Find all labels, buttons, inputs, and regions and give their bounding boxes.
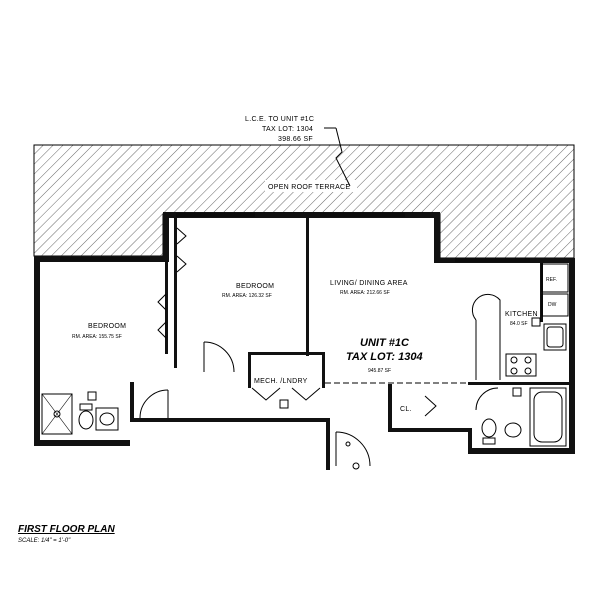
- unit-label-box: [344, 330, 424, 380]
- unit-area: 945.87 SF: [368, 368, 391, 374]
- closet-label: CL.: [400, 406, 412, 413]
- walls: [34, 212, 575, 470]
- bedroom-left-area: RM. AREA: 155.75 SF: [72, 334, 122, 340]
- annotation-line-1: L.C.E. TO UNIT #1C: [245, 116, 314, 123]
- mech-label: MECH. /LNDRY: [254, 378, 308, 385]
- ref-label: REF.: [546, 277, 557, 283]
- unit-name: UNIT #1C: [360, 337, 410, 349]
- terrace-label: OPEN ROOF TERRACE: [268, 184, 350, 191]
- windows: [60, 213, 530, 262]
- annotation-leader: [324, 127, 351, 187]
- bedroom-center-area: RM. AREA: 126.32 SF: [222, 293, 272, 299]
- bedroom-center-name: BEDROOM: [236, 283, 274, 290]
- dw-label: DW: [548, 302, 557, 308]
- roof-terrace: [33, 144, 575, 259]
- doors: [139, 227, 499, 467]
- kitchen-area: 84.0 SF: [510, 321, 528, 327]
- annotation-line-2: TAX LOT: 1304: [262, 126, 313, 133]
- plan-title: FIRST FLOOR PLAN: [18, 524, 115, 535]
- fixtures: [41, 263, 569, 470]
- living-name: LIVING/ DINING AREA: [330, 280, 408, 287]
- living-area: RM. AREA: 212.66 SF: [340, 290, 390, 296]
- kitchen-name: KITCHEN: [505, 311, 538, 318]
- unit-tax-lot: TAX LOT: 1304: [346, 351, 423, 363]
- plan-scale: SCALE: 1/4" = 1'-0": [18, 538, 71, 544]
- bedroom-left-name: BEDROOM: [88, 323, 126, 330]
- annotation-line-3: 398.66 SF: [278, 136, 313, 143]
